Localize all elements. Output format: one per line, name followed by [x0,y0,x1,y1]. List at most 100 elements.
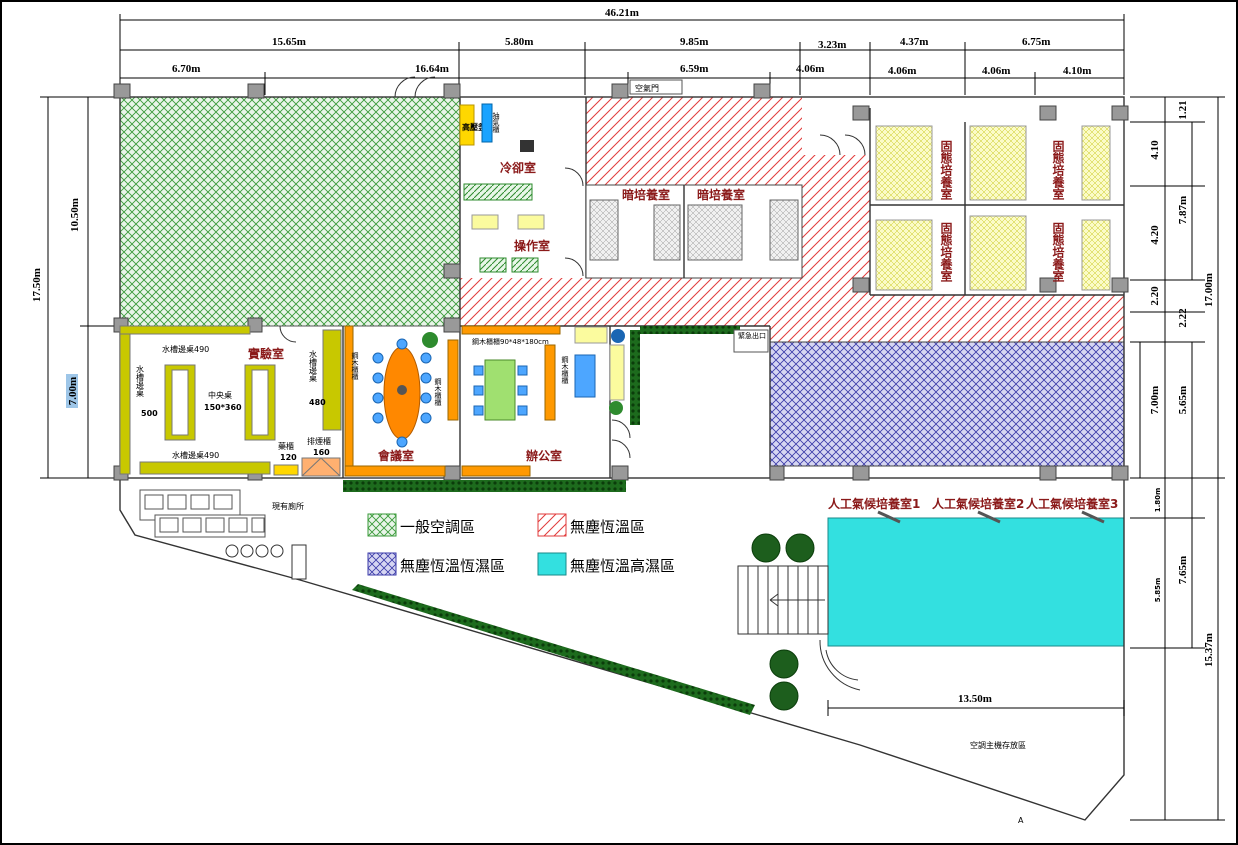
dim-410: 4.10m [1063,65,1091,77]
dim-1700: 17.00m [1203,273,1215,307]
dim-total-width: 46.21m [605,7,639,19]
dark-room-1-label: 暗培養室 [622,187,670,202]
blue-zone [769,341,1125,467]
dim-220: 2.20 [1149,286,1161,306]
air-door-label: 空氣門 [635,83,659,93]
center-table-label: 中央桌 [208,390,232,400]
medicine-label: 藥櫃 [278,441,294,451]
pot-unit [459,104,475,146]
sink-bottom-label: 水槽邊桌490 [172,450,219,460]
office-cabinet-label: 鋼木櫃櫃 [561,355,569,385]
operation-room-label: 操作室 [514,238,550,253]
emergency-exit-label: 緊急出口 [738,331,766,340]
tree-icons [751,533,815,711]
dim-765: 7.65m [1177,556,1189,584]
dim-437: 4.37m [900,36,928,48]
lab-furniture [119,325,342,477]
cold-room-label: 冷卻室 [500,160,536,175]
exhaust-label: 抽氣櫃 [492,111,500,134]
dim-1050: 10.50m [69,198,81,232]
dim-406a: 4.06m [796,63,824,75]
legend: 一般空調區 無塵恆溫區 無塵恆溫恆濕區 無塵恆溫高濕區 [367,513,675,576]
cyan-zone [827,517,1125,647]
dim-222: 2.22 [1177,308,1189,328]
office-furniture [461,325,740,477]
op-bench-3 [511,257,539,273]
air-door-box [629,79,683,95]
dim-410-r: 4.10 [1149,140,1161,160]
dim-985: 9.85m [680,36,708,48]
meeting-cabinet-label: 鋼木櫃櫃 [351,351,359,381]
legend-label-green: 一般空調區 [400,518,475,536]
fume-label: 排煙櫃 [307,436,331,446]
chamber-1-label: 人工氣候培養室1 [828,496,920,511]
dim-670: 6.70m [172,63,200,75]
dim-323: 3.23m [818,39,846,51]
op-table-2 [517,214,545,230]
sink-right-num: 480 [309,398,326,407]
solid-room-2-label: 固態培養室 [1051,140,1065,201]
dim-1537: 15.37m [1203,633,1215,667]
medicine-num: 120 [280,453,297,462]
stairs [737,565,829,635]
dim-585: 5.85m [1154,578,1162,603]
sink-dark [520,140,534,152]
lab-label: 實驗室 [248,346,284,361]
dim-406b: 4.06m [888,65,916,77]
legend-label-red: 無塵恆溫區 [570,518,645,536]
office-chairs [473,365,528,416]
dim-406c: 4.06m [982,65,1010,77]
hedge-diagonal [352,584,755,715]
sink-left-num: 500 [141,409,158,418]
chamber-3-door [1081,510,1105,524]
solid-room-1-label: 固態培養室 [939,140,953,201]
sink-right-label: 水槽邊桌 [309,349,318,383]
toilet-block [139,489,307,580]
op-table-1 [471,214,499,230]
dim-675: 6.75m [1022,36,1050,48]
legend-label-cyan: 無塵恆溫高濕區 [570,557,675,575]
dim-700-left: 7.00m [67,377,79,405]
left-dimensions: 17.50m 10.50m 7.00m [31,96,118,479]
legend-swatch-blue [367,552,397,576]
office-cabinet-top: 鋼木櫃櫃90*48*180cm [472,337,549,346]
legend-swatch-cyan [537,552,567,576]
dim-1350: 13.50m [958,693,992,705]
chamber-2-door [977,510,1001,524]
legend-swatch-green [367,513,397,537]
hedge-bottom [343,480,626,492]
plant-icon [422,332,438,348]
chamber-1-door [877,510,901,524]
dim-121: 1.21 [1177,100,1189,119]
op-bench-2 [479,257,507,273]
toilet-label: 現有廁所 [272,501,304,511]
solid-room-4-label: 固態培養室 [1051,222,1065,283]
dim-565: 5.65m [1177,386,1189,414]
dark-culture-rooms [585,184,803,279]
fume-num: 160 [313,448,330,457]
center-table-size: 150*360 [204,403,242,412]
solid-culture-rooms [875,125,1111,291]
dim-180: 1.80m [1154,488,1162,513]
general-ac-zone [119,96,461,327]
meeting-room-label: 會議室 [378,448,414,463]
ac-storage-label: 空調主機存放區 [970,740,1026,750]
dim-787: 7.87m [1177,196,1189,224]
dim-1664: 16.64m [415,63,449,75]
point-a-label: A [1018,816,1024,825]
top-dimensions: 46.21m 15.65m 5.80m 9.85m 3.23m 4.37m 6.… [119,7,1125,95]
dim-580: 5.80m [505,36,533,48]
right-dimensions: 1.21 4.10 4.20 2.20 2.22 7.87m 17.00m 7.… [1130,96,1225,821]
solid-room-3-label: 固態培養室 [939,222,953,283]
dim-1565: 15.65m [272,36,306,48]
dark-room-2-label: 暗培養室 [697,187,745,202]
red-zone-top [586,97,802,185]
dim-420: 4.20 [1149,225,1161,245]
sink-left-label: 水槽邊桌 [136,364,145,398]
tree-icon [769,681,799,711]
tree-icon [751,533,781,563]
chamber-3-label: 人工氣候培養室3 [1026,496,1118,511]
op-bench-1 [463,183,533,201]
